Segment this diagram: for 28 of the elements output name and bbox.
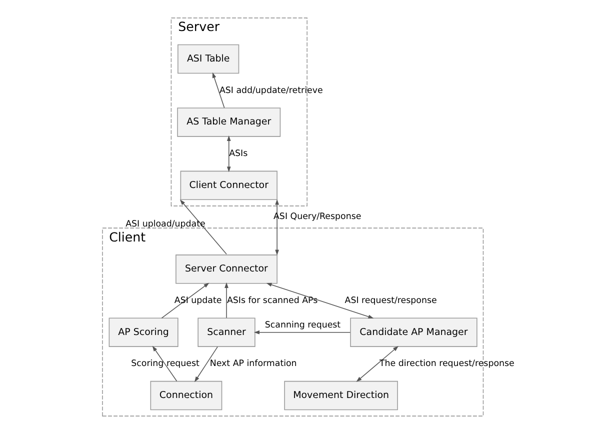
arrow [194,346,218,382]
node-box: Client Connector [180,170,277,200]
node-box: Server Connector [175,254,277,284]
arrow [356,346,398,382]
arrow [253,330,350,334]
edge-label: ASIs [228,149,248,160]
edge-label: Scanning request [264,320,340,330]
node-box: AP Scoring [108,318,178,347]
node-box: Scanner [197,318,255,347]
arrow [274,199,278,256]
node-box: Movement Direction [284,380,398,410]
arrow [266,282,374,318]
arrow [152,346,177,382]
edge-label: ASIs for scanned APs [226,296,318,306]
arrow [224,282,228,318]
node-box: ASI Table [177,44,239,74]
edge-label: ASI add/update/retrieve [218,86,322,96]
edge-label: Next AP information [209,359,296,370]
arrow [212,72,224,108]
arrow [179,200,226,255]
arrow [160,282,209,318]
node-box: AS Table Manager [176,108,280,137]
node-box: Connection [150,380,222,410]
edge-label: ASI request/response [344,296,436,306]
edge-label: The direction request/response [378,359,514,370]
arrow [226,135,230,172]
node-box: Candidate AP Manager [350,318,477,347]
edge-label: Scoring request [130,359,199,370]
